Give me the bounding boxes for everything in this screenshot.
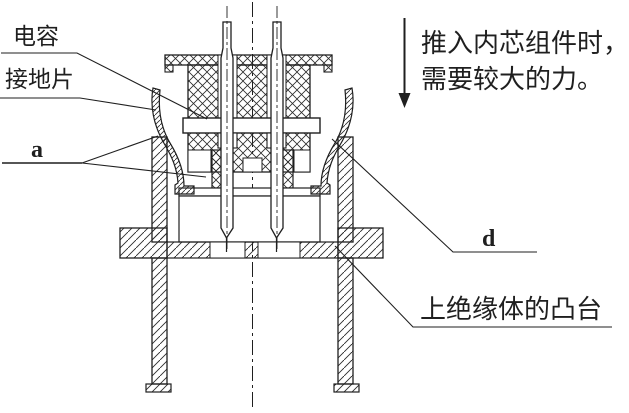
annotation-grounding-tab: 接地片: [0, 66, 157, 111]
ref-d-label: d: [482, 226, 496, 252]
housing-flange-right: [337, 227, 384, 259]
grounding-spring-right: [310, 87, 354, 195]
force-note-line2: 需要较大的力。: [421, 64, 603, 94]
down-arrow-head: [398, 93, 411, 108]
annotation-ref-a: a: [2, 135, 207, 178]
ref-a-leader-lower: [81, 162, 207, 178]
grounding-tab-leader-line: [0, 97, 157, 111]
grounding-spring-left: [151, 87, 195, 195]
annotation-ref-d: d: [331, 138, 537, 253]
ref-a-leader-upper: [81, 135, 159, 164]
annotation-upper-insulator-boss: 上绝缘体的凸台: [334, 245, 612, 328]
housing-web: [166, 241, 339, 259]
insulator-center-recess: [242, 157, 263, 173]
grounding-tab-label: 接地片: [5, 66, 74, 92]
upper-insulator-boss-leader-line: [334, 245, 612, 328]
housing-foot-right: [333, 383, 360, 393]
housing-wall-lower-left: [151, 257, 168, 385]
ref-a-label: a: [31, 137, 43, 163]
upper-insulator-boss-label: 上绝缘体的凸台: [420, 294, 602, 324]
contact-pin-left: [220, 6, 234, 252]
housing-wall-lower-right: [337, 257, 354, 385]
annotation-force-note: 推入内芯组件时， 需要较大的力。: [398, 18, 629, 108]
capacitor-label: 电容: [13, 23, 59, 49]
housing-wall-upper-right: [337, 136, 354, 243]
outer-housing: [119, 136, 384, 393]
housing-foot-left: [145, 383, 172, 393]
capacitor-leader-line: [1, 52, 208, 120]
housing-wall-upper-left: [151, 136, 168, 243]
ref-d-leader-line: [331, 138, 537, 253]
inner-insulator-seat: [178, 187, 321, 243]
annotation-capacitor: 电容: [1, 23, 208, 120]
housing-flange-left: [119, 227, 168, 259]
contact-pin-right: [270, 6, 284, 252]
force-note-line1: 推入内芯组件时，: [421, 28, 629, 58]
